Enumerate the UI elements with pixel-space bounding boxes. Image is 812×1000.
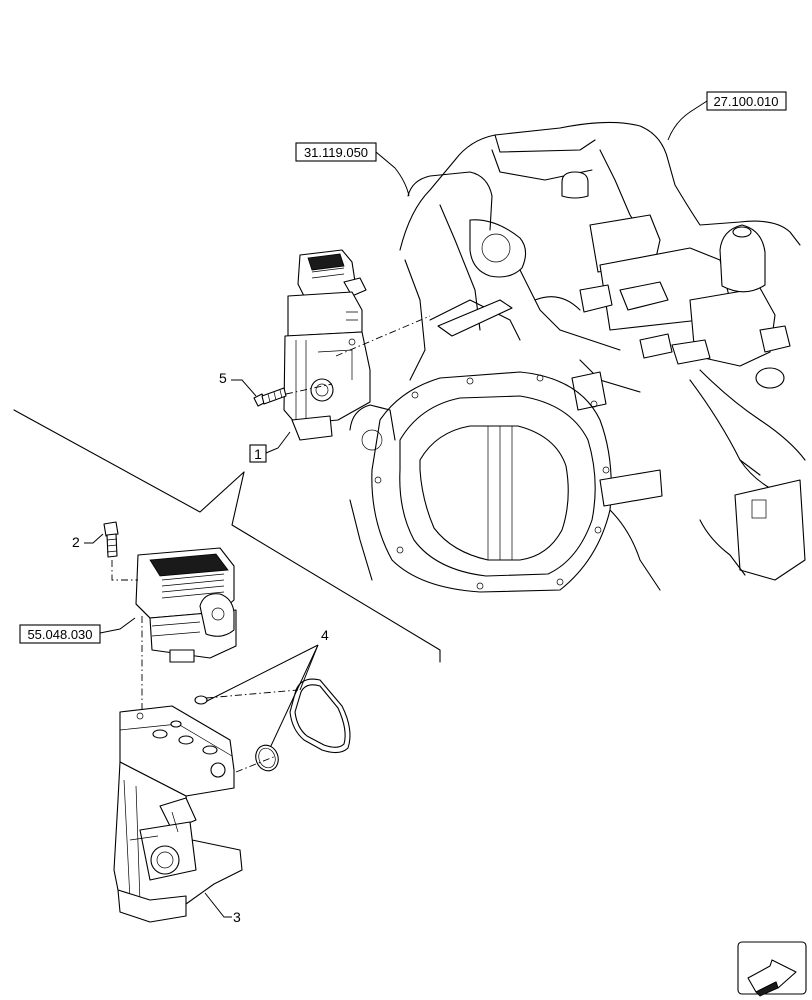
svg-text:1: 1: [254, 446, 262, 462]
svg-text:27.100.010: 27.100.010: [713, 94, 778, 109]
item-5-label[interactable]: 5: [219, 370, 257, 397]
svg-text:55.048.030: 55.048.030: [27, 627, 92, 642]
item-2-label[interactable]: 2: [72, 533, 104, 550]
next-page-arrow-icon[interactable]: [737, 941, 807, 997]
seal-ring-medium: [255, 744, 279, 772]
item-3-label[interactable]: 3: [204, 892, 241, 925]
svg-text:31.119.050: 31.119.050: [304, 145, 368, 160]
electronic-controller: [135, 547, 237, 663]
transmission-housing: [349, 121, 806, 593]
seal-ring-small: [194, 695, 208, 705]
bolt-mount: [253, 387, 287, 407]
item-1-callout[interactable]: 1: [249, 431, 291, 463]
svg-text:5: 5: [219, 370, 227, 386]
svg-text:2: 2: [72, 534, 80, 550]
svg-text:3: 3: [233, 909, 241, 925]
assembly-bracket-lines: [13, 409, 441, 663]
valve-body: [113, 705, 243, 923]
alignment-lines: [111, 315, 431, 773]
bolt-small: [103, 521, 119, 558]
gasket-seal-large: [289, 678, 351, 754]
callout-27-100-010[interactable]: 27.100.010: [667, 91, 787, 141]
callout-31-119-050[interactable]: 31.119.050: [295, 142, 410, 197]
control-valve-mounted: [283, 249, 371, 441]
callout-55-048-030[interactable]: 55.048.030: [19, 617, 136, 644]
svg-text:4: 4: [321, 627, 329, 643]
